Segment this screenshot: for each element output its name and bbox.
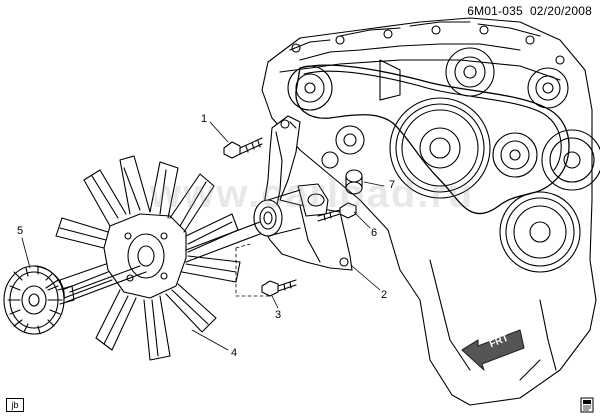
callout-6: 6 (370, 227, 378, 239)
leader-lines (21, 121, 385, 351)
callout-4: 4 (230, 347, 238, 359)
bolt-1 (223, 137, 263, 159)
fan-clutch (3, 265, 75, 335)
footer-tag: jb (6, 398, 24, 412)
pulleys (287, 47, 600, 273)
fan-hub (253, 189, 301, 237)
document-icon (580, 397, 594, 413)
fan-blade (55, 155, 241, 361)
shaft-line (65, 221, 261, 303)
figure-header: 6M01-035 02/20/2008 (467, 4, 592, 18)
frt-arrow (461, 329, 525, 371)
watermark: www.carload.ru (150, 172, 475, 216)
bolt-3 (261, 279, 297, 297)
spacer (345, 169, 363, 195)
callout-3: 3 (274, 309, 282, 321)
alignment-lines (235, 243, 271, 297)
callout-5: 5 (16, 225, 24, 237)
callout-2: 2 (380, 289, 388, 301)
callout-7: 7 (388, 179, 396, 191)
figure-date: 02/20/2008 (529, 4, 592, 18)
callout-1: 1 (200, 113, 208, 125)
figure-id: 6M01-035 (467, 4, 523, 18)
engine-block (261, 17, 597, 406)
